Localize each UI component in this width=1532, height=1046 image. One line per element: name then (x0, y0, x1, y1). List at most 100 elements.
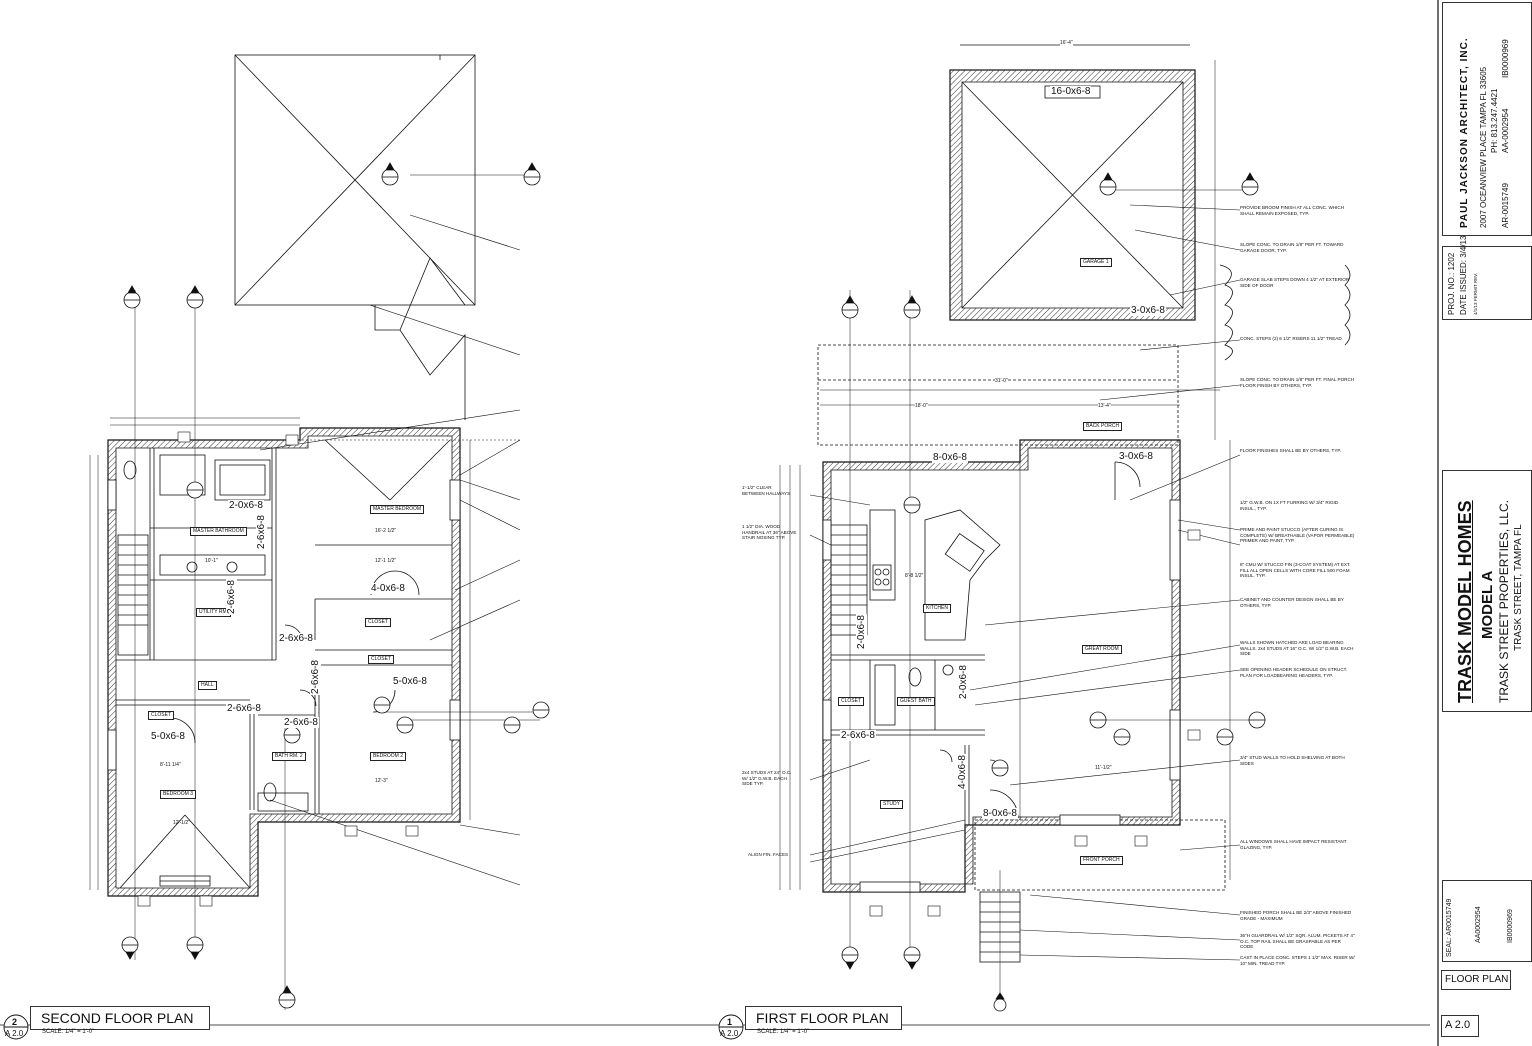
room-label-great-room: GREAT ROOM (1082, 645, 1122, 654)
section-marker (373, 696, 391, 714)
door-label: 4-0x6-8 (957, 754, 968, 790)
dimension-text: 12'-3" (375, 778, 388, 784)
room-label-hall: HALL (198, 681, 217, 690)
section-marker (123, 285, 141, 309)
license-ar: AR-0015749 (1501, 183, 1510, 228)
section-marker (903, 496, 921, 514)
note-right: 36"H GUARDRAIL W/ 1/2" SQR. ALUM. PICKET… (1240, 933, 1355, 950)
dimension-text: 12'-1 1/2" (375, 558, 397, 564)
section-marker (523, 162, 541, 186)
section-marker (993, 992, 1007, 1012)
dimension-text: 8'-11 1/4" (160, 762, 181, 768)
room-label-master-bedroom: MASTER BEDROOM (370, 505, 425, 514)
project-number: PROJ. NO.: 1202 (1447, 252, 1456, 315)
seal-block: SEAL: AR0015749 AA0002954 IB0000969 (1442, 880, 1532, 962)
project-name: TRASK MODEL HOMES (1455, 500, 1475, 703)
section-marker (1241, 172, 1259, 196)
note-right: FINISHED PORCH SHALL BE 2/3" ABOVE FINIS… (1240, 910, 1352, 921)
room-label-bedroom-2: BEDROOM 2 (370, 752, 407, 761)
first-floor-leaders (809, 204, 1241, 961)
license-ib: IB0000969 (1501, 39, 1510, 78)
room-label-back-porch: BACK PORCH (1083, 422, 1123, 431)
second-floor-dims (89, 174, 540, 1010)
room-label-guest-bath: GUEST BATH (897, 697, 935, 706)
door-label: 8-0x6-8 (982, 808, 1018, 819)
room-label-closet: CLOSET (838, 697, 865, 706)
note-right: PRIME AND PAINT STUCCO (AFTER CURING IS … (1240, 527, 1355, 544)
note-right: ALL WINDOWS SHALL HAVE IMPACT RESISTANT … (1240, 839, 1347, 850)
sheet-number: A 2.0 (1445, 1019, 1471, 1031)
door-label: 3-0x6-8 (1130, 305, 1166, 316)
section-marker (532, 701, 550, 719)
client-name: TRASK STREET PROPERTIES, LLC. (1497, 500, 1511, 703)
room-label-closet-a: CLOSET (365, 618, 392, 627)
dimension-text: 12'-1/2" (173, 820, 190, 826)
architect-address: 2007 OCEANVIEW PLACE TAMPA FL 33605 (1479, 66, 1488, 228)
first-floor-tag-number: 1 (727, 1017, 733, 1027)
door-label: 16-0x6-8 (1050, 86, 1092, 97)
window-tags (137, 431, 1201, 917)
first-floor-dims (779, 60, 1260, 1005)
door-label: 2-6x6-8 (226, 579, 237, 615)
room-label-garage: GARAGE 1 (1080, 258, 1112, 267)
room-label-closet-c: CLOSET (148, 711, 175, 720)
second-floor-tag-number: 2 (12, 1017, 18, 1027)
note-right: GARAGE SLAB STEPS DOWN 4 1/2" AT EXTERIO… (1240, 277, 1350, 288)
note-right: PROVIDE BROOM FINISH AT ALL CONC. WHICH … (1240, 205, 1345, 216)
dimension-text: 31'-0" (995, 378, 1008, 384)
door-label: 3-0x6-8 (1118, 451, 1154, 462)
section-marker (841, 295, 859, 319)
note-right: CABINET AND COUNTER DESIGN SHALL BE BY O… (1240, 597, 1344, 608)
architect-name: PAUL JACKSON ARCHITECT, INC. (1459, 37, 1470, 228)
note-right: 3/4" STUD WALLS TO HOLD SHELVING AT BOTH… (1240, 755, 1345, 766)
section-markers (121, 162, 1266, 1012)
architect-block: PAUL JACKSON ARCHITECT, INC. 2007 OCEANV… (1442, 2, 1532, 236)
section-marker (503, 716, 521, 734)
note-left: ALIGN FIN. FACES (748, 852, 789, 857)
dimension-text: 16'-4" (1060, 40, 1073, 46)
dimension-text: 11'-1/2" (1095, 765, 1112, 771)
note-right: CAST IN PLACE CONC. STEPS 1 1/2" MAX. RI… (1240, 955, 1355, 966)
section-marker (186, 936, 204, 960)
dimension-text: 8'-8 1/2" (905, 573, 924, 579)
door-label: 2-6x6-8 (310, 659, 321, 695)
note-right: SLOPE CONC. TO DRAIN 1/8" PER FT. FINAL … (1240, 377, 1355, 388)
section-marker (283, 726, 301, 744)
section-marker (1216, 728, 1234, 746)
section-marker (991, 759, 1009, 777)
section-marker (381, 162, 399, 186)
sheet-title-box: FLOOR PLAN (1441, 970, 1511, 990)
section-marker (841, 946, 859, 970)
first-floor-tag-sheet: A 2.0 (720, 1029, 739, 1038)
section-marker (186, 481, 204, 499)
door-label: 2-6x6-8 (840, 730, 876, 741)
door-label: 2-6x6-8 (226, 703, 262, 714)
sheet-title: FLOOR PLAN (1445, 974, 1509, 985)
dimension-text: 13'-4" (1098, 403, 1111, 409)
second-floor-scale: SCALE: 1/4" = 1'-0" (42, 1029, 95, 1035)
seal-ar: SEAL: AR0015749 (1446, 898, 1453, 957)
dimension-text: 18'-0" (915, 403, 928, 409)
section-marker (903, 295, 921, 319)
note-left: 1 1/2" DIA. WOOD HANDRAIL AT 36" ABOVE S… (742, 524, 797, 541)
door-label: 5-0x6-8 (150, 731, 186, 742)
project-title-block: TRASK MODEL HOMES MODEL A TRASK STREET P… (1442, 470, 1532, 712)
architect-phone: PH: 813.247.4421 (1490, 88, 1499, 154)
note-left: 2x4 STUDS AT 24" O.C. W/ 1/2" G.W.B. EAC… (742, 770, 792, 787)
door-label: 2-0x6-8 (228, 500, 264, 511)
project-info-block: PROJ. NO.: 1202 DATE ISSUED: 3/4/13 4/1/… (1442, 236, 1532, 320)
seal-aa: AA0002954 (1475, 906, 1482, 943)
dimension-text: 16'-2 1/2" (375, 528, 397, 534)
room-label-closet-b: CLOSET (368, 655, 395, 664)
door-label: 5-0x6-8 (392, 676, 428, 687)
section-marker (1248, 711, 1266, 729)
title-tags (3, 1014, 744, 1040)
note-right: 8" CMU W/ STUCCO FIN (3-COAT SYSTEM) AT … (1240, 562, 1351, 579)
door-label: 2-0x6-8 (958, 664, 969, 700)
room-label-bedroom-3: BEDROOM 3 (160, 790, 197, 799)
room-label-kitchen: KITCHEN (923, 604, 951, 613)
license-aa: AA-0002954 (1501, 108, 1510, 153)
room-label-bath-rm-2: BATH RM. 2 (272, 752, 306, 761)
note-right: CONC. STEPS (2) 6 1/2" RISERS 11 1/2" TR… (1240, 336, 1342, 341)
